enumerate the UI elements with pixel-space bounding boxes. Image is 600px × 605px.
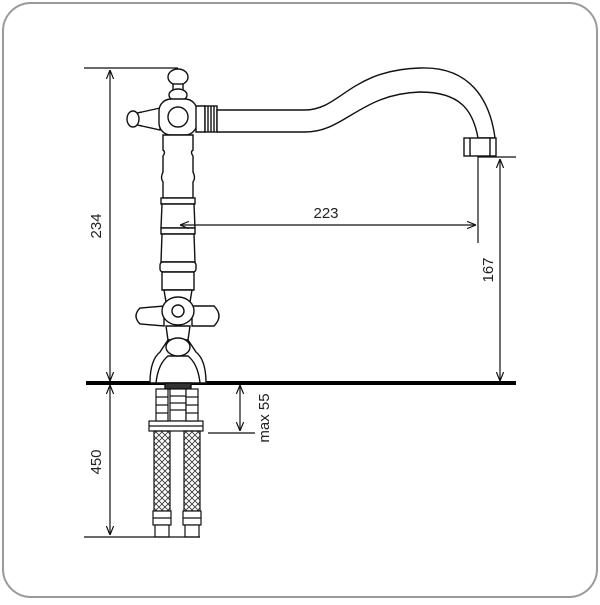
aerator	[463, 137, 497, 157]
label-167: 167	[480, 257, 497, 282]
left-hose	[152, 388, 172, 538]
column	[159, 134, 197, 291]
threaded-stud	[169, 388, 187, 422]
top-knob	[167, 68, 189, 102]
base	[149, 337, 207, 384]
dimension-lines	[84, 67, 516, 538]
label-max-55: max 55	[256, 393, 273, 442]
under-counter-assembly	[148, 388, 204, 538]
lower-cross-handle	[135, 289, 220, 341]
mounting-thread	[164, 382, 192, 390]
label-450: 450	[88, 449, 105, 474]
label-223: 223	[313, 205, 338, 222]
faucet	[126, 67, 497, 390]
spout-collar	[204, 105, 218, 133]
outer-frame	[2, 2, 598, 598]
top-cross-handle	[126, 98, 206, 136]
label-234: 234	[88, 213, 105, 238]
right-hose	[182, 388, 202, 538]
